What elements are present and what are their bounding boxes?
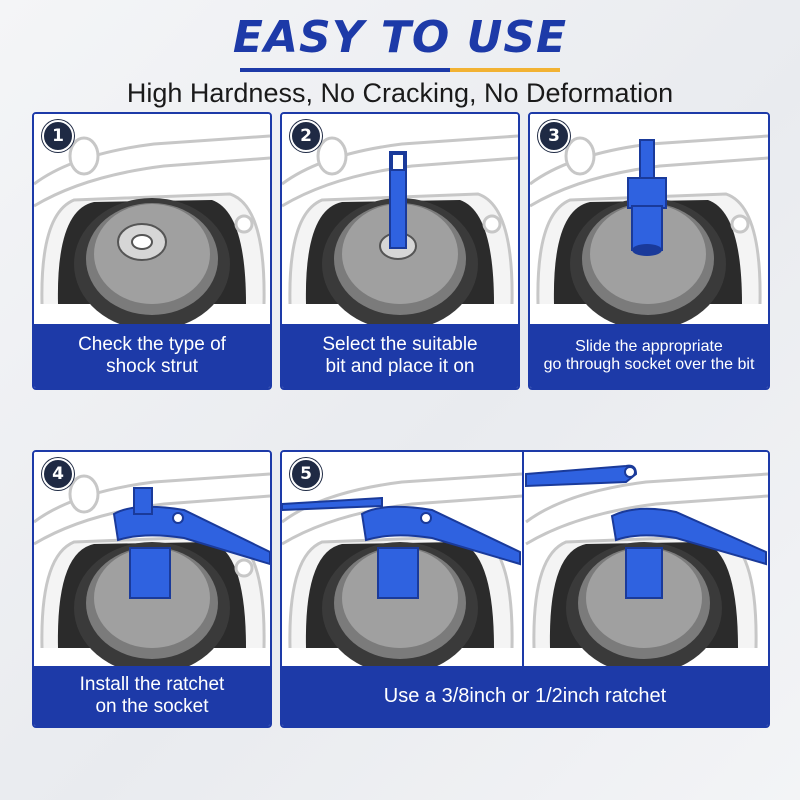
step-number-badge: 3 (538, 120, 570, 152)
socket-over-bit-illustration (530, 114, 768, 324)
step-3-panel: 3 Slide the appropriate go through socke… (528, 112, 770, 390)
ratchet-turning-illustration (282, 452, 768, 666)
step-3-caption: Slide the appropriate go through socket … (530, 324, 768, 388)
step-2-caption: Select the suitable bit and place it on (282, 324, 518, 388)
step-5-panel: 5 Use a 3/8inch or 1/2inch ratchet (280, 450, 770, 728)
title-underline-gold (450, 68, 560, 72)
ratchet-on-socket-illustration (34, 452, 270, 666)
strut-mount-illustration (34, 114, 270, 324)
step-number-badge: 2 (290, 120, 322, 152)
title-underline-blue (240, 68, 450, 72)
page-subtitle: High Hardness, No Cracking, No Deformati… (126, 78, 674, 108)
step-1-caption: Check the type of shock strut (34, 324, 270, 388)
bit-on-mount-illustration (282, 114, 518, 324)
step-4-panel: 4 Install the ratchet on the socket (32, 450, 272, 728)
step-5-caption: Use a 3/8inch or 1/2inch ratchet (282, 666, 768, 726)
step-2-panel: 2 Select the suitable bit and place it o… (280, 112, 520, 390)
step-number-badge: 1 (42, 120, 74, 152)
step-number-badge: 4 (42, 458, 74, 490)
step-number-badge: 5 (290, 458, 322, 490)
page-title: EASY TO USE (232, 12, 568, 63)
step-4-caption: Install the ratchet on the socket (34, 666, 270, 726)
step-1-panel: 1 Check the type of shock strut (32, 112, 272, 390)
